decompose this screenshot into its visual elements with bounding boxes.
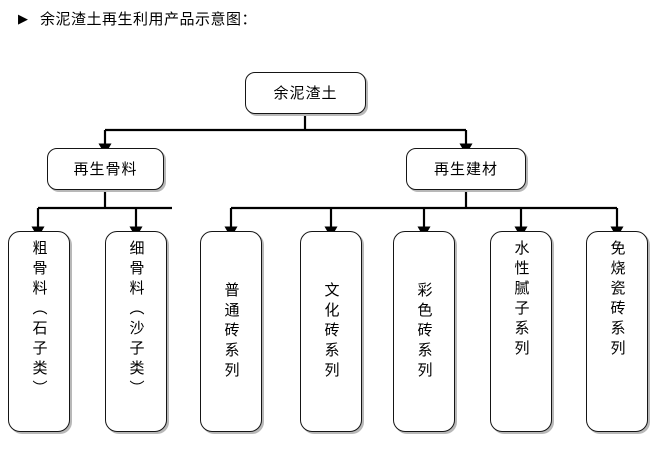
node-recycled-aggregate[interactable]: 再生骨料 — [47, 148, 164, 190]
node-ordinary-brick-label: 普通砖系列 — [222, 281, 240, 382]
node-unfired-ceramic-tile-label: 免烧瓷砖系列 — [608, 240, 626, 360]
triangle-right-icon: ▶ — [18, 11, 28, 26]
node-coarse-aggregate[interactable]: 粗骨料（石子类） — [8, 231, 70, 432]
page-heading: ▶ 余泥渣土再生利用产品示意图： — [18, 8, 257, 29]
node-coarse-aggregate-label: 粗骨料（石子类） — [30, 240, 48, 400]
node-culture-brick[interactable]: 文化砖系列 — [300, 231, 362, 432]
node-unfired-ceramic-tile[interactable]: 免烧瓷砖系列 — [586, 231, 648, 432]
node-recycled-building-material-label: 再生建材 — [433, 160, 498, 178]
node-water-based-putty[interactable]: 水性腻子系列 — [490, 231, 552, 432]
node-culture-brick-label: 文化砖系列 — [322, 281, 340, 382]
page-title: 余泥渣土再生利用产品示意图： — [40, 11, 258, 28]
node-fine-aggregate[interactable]: 细骨料（沙子类） — [105, 231, 167, 432]
node-fine-aggregate-label: 细骨料（沙子类） — [127, 240, 145, 400]
node-recycled-building-material[interactable]: 再生建材 — [406, 148, 526, 190]
node-water-based-putty-label: 水性腻子系列 — [512, 240, 530, 360]
node-root-label: 余泥渣土 — [273, 84, 338, 102]
node-recycled-aggregate-label: 再生骨料 — [73, 160, 138, 178]
node-ordinary-brick[interactable]: 普通砖系列 — [200, 231, 262, 432]
node-color-brick-label: 彩色砖系列 — [415, 281, 433, 382]
node-root[interactable]: 余泥渣土 — [245, 72, 366, 114]
node-color-brick[interactable]: 彩色砖系列 — [393, 231, 455, 432]
